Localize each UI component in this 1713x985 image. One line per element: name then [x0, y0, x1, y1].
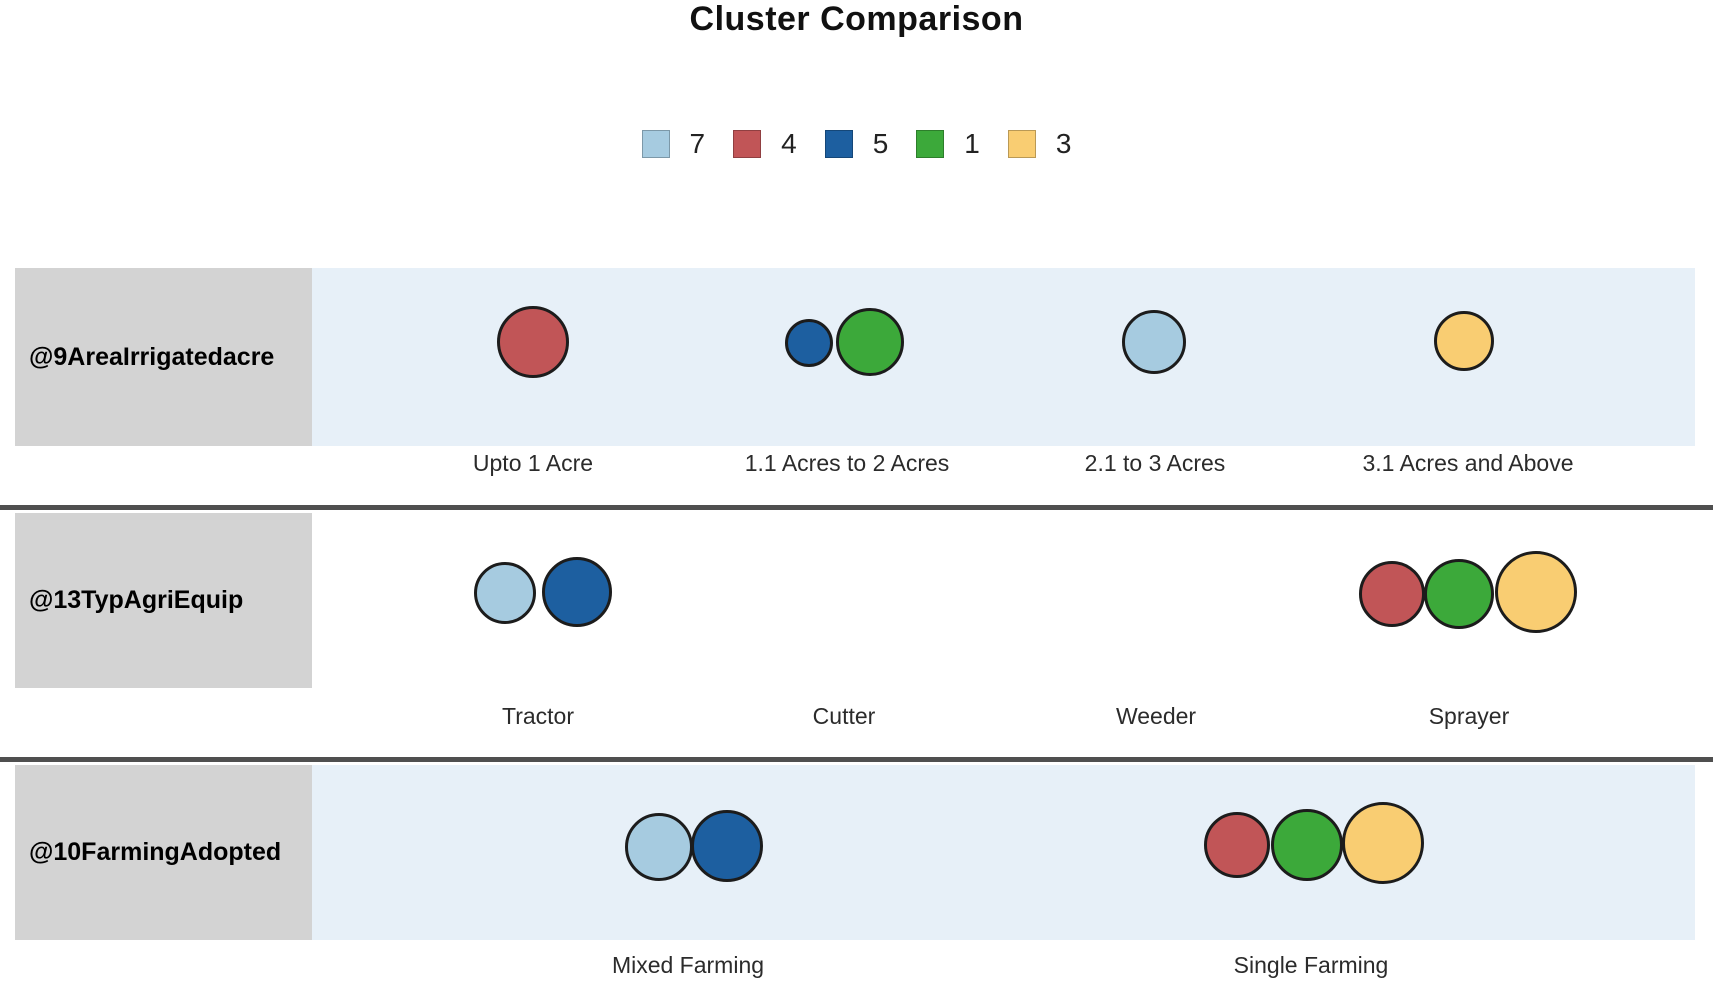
- bubble-cluster-3: [1342, 802, 1424, 884]
- category-label: 1.1 Acres to 2 Acres: [744, 450, 950, 476]
- category-label: Weeder: [1115, 703, 1197, 729]
- cluster-swatch-icon: [1007, 130, 1036, 158]
- bubble-cluster-1: [1271, 809, 1343, 881]
- row-variable-label: @10FarmingAdopted: [29, 838, 282, 866]
- legend-cluster-label: 7: [689, 128, 706, 159]
- bubble-cluster-3: [1495, 551, 1577, 633]
- bubble-cluster-3: [1434, 311, 1494, 371]
- legend-cluster-label: 1: [964, 128, 980, 159]
- category-label: 2.1 to 3 Acres: [1084, 450, 1226, 476]
- legend-item: 7: [641, 128, 706, 160]
- legend-item: 4: [733, 128, 797, 160]
- category-label: Cutter: [812, 703, 876, 729]
- bubble-cluster-1: [1424, 559, 1494, 629]
- legend: 7 4 5 1 3: [0, 128, 1713, 160]
- bubble-cluster-5: [691, 810, 763, 882]
- cluster-swatch-icon: [824, 130, 853, 158]
- row-variable-label: @9AreaIrrigatedacre: [29, 342, 275, 371]
- row-label-box: @13TypAgriEquip: [15, 513, 312, 688]
- bubble-cluster-7: [474, 562, 536, 624]
- cluster-swatch-icon: [641, 130, 670, 158]
- category-label: Single Farming: [1233, 952, 1389, 978]
- legend-item: 5: [824, 128, 889, 160]
- category-label: Sprayer: [1428, 703, 1510, 729]
- chart-title: Cluster Comparison: [689, 0, 1024, 38]
- category-label: Tractor: [502, 703, 574, 729]
- row-label-box: @10FarmingAdopted: [15, 765, 312, 940]
- row-separator: [0, 505, 1713, 510]
- bubble-cluster-5: [542, 557, 612, 627]
- legend-item: 1: [916, 128, 980, 160]
- legend-cluster-label: 5: [872, 128, 889, 159]
- row-separator: [0, 757, 1713, 762]
- bubble-cluster-1: [836, 308, 904, 376]
- legend-cluster-label: 4: [781, 128, 797, 159]
- bubble-cluster-4: [1359, 561, 1425, 627]
- bubble-cluster-4: [1204, 812, 1270, 878]
- category-label: 3.1 Acres and Above: [1362, 450, 1574, 476]
- bubble-cluster-4: [497, 306, 569, 378]
- category-label: Mixed Farming: [611, 952, 765, 978]
- bubble-cluster-7: [625, 813, 693, 881]
- bubble-cluster-5: [785, 319, 833, 367]
- row-variable-label: @13TypAgriEquip: [29, 586, 244, 614]
- legend-cluster-label: 3: [1055, 128, 1072, 159]
- bubble-cluster-7: [1122, 310, 1186, 374]
- cluster-swatch-icon: [916, 130, 945, 158]
- cluster-swatch-icon: [733, 130, 762, 158]
- legend-item: 3: [1007, 128, 1072, 160]
- category-label: Upto 1 Acre: [472, 450, 594, 476]
- row-label-box: @9AreaIrrigatedacre: [15, 268, 312, 446]
